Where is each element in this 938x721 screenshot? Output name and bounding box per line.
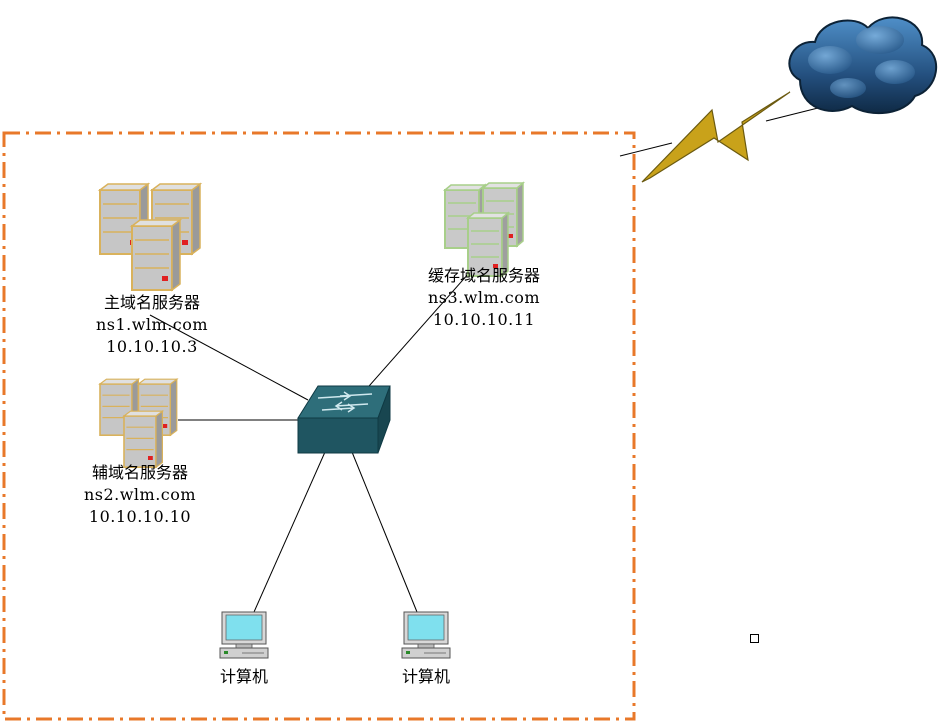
primary-dns-label: 主域名服务器 ns1.wlm.com 10.10.10.3 bbox=[90, 292, 214, 358]
cache-server-cluster-icon bbox=[444, 182, 524, 277]
cache-dns-host: ns3.wlm.com bbox=[427, 288, 541, 307]
cache-dns-ip: 10.10.10.11 bbox=[432, 310, 536, 329]
desktop-computer-icon bbox=[401, 611, 451, 659]
link-switch-pc-right bbox=[351, 451, 418, 613]
primary-server-cluster-icon bbox=[99, 183, 201, 291]
primary-dns-title: 主域名服务器 bbox=[103, 293, 200, 312]
secondary-dns-label: 辅域名服务器 ns2.wlm.com 10.10.10.10 bbox=[78, 462, 202, 528]
computer-left-label: 计算机 bbox=[219, 667, 268, 686]
desktop-computer-icon bbox=[219, 611, 269, 659]
link-switch-pc-left bbox=[253, 451, 326, 613]
primary-dns-ip: 10.10.10.3 bbox=[106, 337, 198, 356]
links bbox=[149, 105, 827, 613]
secondary-server-cluster-icon bbox=[99, 378, 178, 469]
computer-right-label: 计算机 bbox=[401, 667, 450, 686]
network-boundary bbox=[2, 131, 636, 721]
internet-cloud-icon bbox=[788, 16, 938, 115]
link-wan-right bbox=[765, 105, 827, 122]
lightning-bolt-icon bbox=[641, 91, 791, 183]
secondary-dns-host: ns2.wlm.com bbox=[83, 485, 197, 504]
link-primary-switch bbox=[149, 314, 309, 401]
selection-handle[interactable] bbox=[750, 634, 759, 643]
cache-dns-label: 缓存域名服务器 ns3.wlm.com 10.10.10.11 bbox=[416, 265, 552, 331]
network-switch-icon bbox=[297, 385, 391, 454]
primary-dns-host: ns1.wlm.com bbox=[95, 315, 209, 334]
secondary-dns-title: 辅域名服务器 bbox=[91, 463, 188, 482]
link-wan-left bbox=[619, 142, 673, 157]
cache-dns-title: 缓存域名服务器 bbox=[427, 266, 540, 285]
secondary-dns-ip: 10.10.10.10 bbox=[88, 507, 192, 526]
